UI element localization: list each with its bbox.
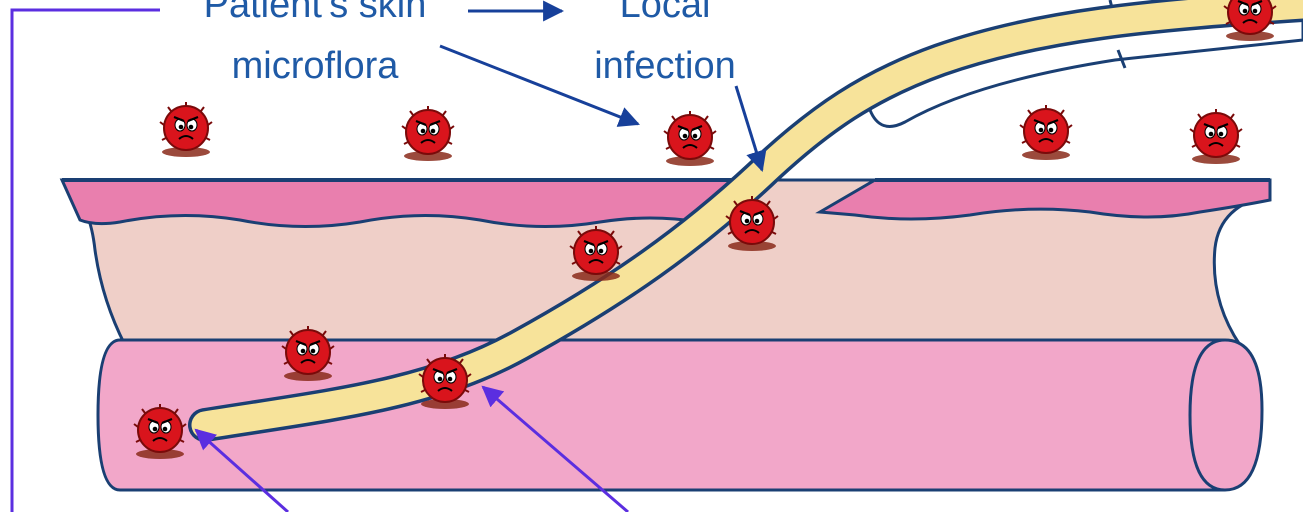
microbe-icon bbox=[160, 102, 212, 157]
label-patient-skin: Patient's skin bbox=[170, 0, 460, 27]
microbe-icon bbox=[402, 106, 454, 161]
arrow-infection-to-entry bbox=[736, 86, 762, 170]
microbe-icon bbox=[1020, 105, 1072, 160]
microbe-icon bbox=[664, 111, 716, 166]
microbe-icon bbox=[1224, 0, 1276, 41]
label-microflora: microflora bbox=[170, 44, 460, 88]
label-local: Local bbox=[575, 0, 755, 27]
label-infection: infection bbox=[570, 44, 760, 88]
microbe-icon bbox=[1190, 109, 1242, 164]
